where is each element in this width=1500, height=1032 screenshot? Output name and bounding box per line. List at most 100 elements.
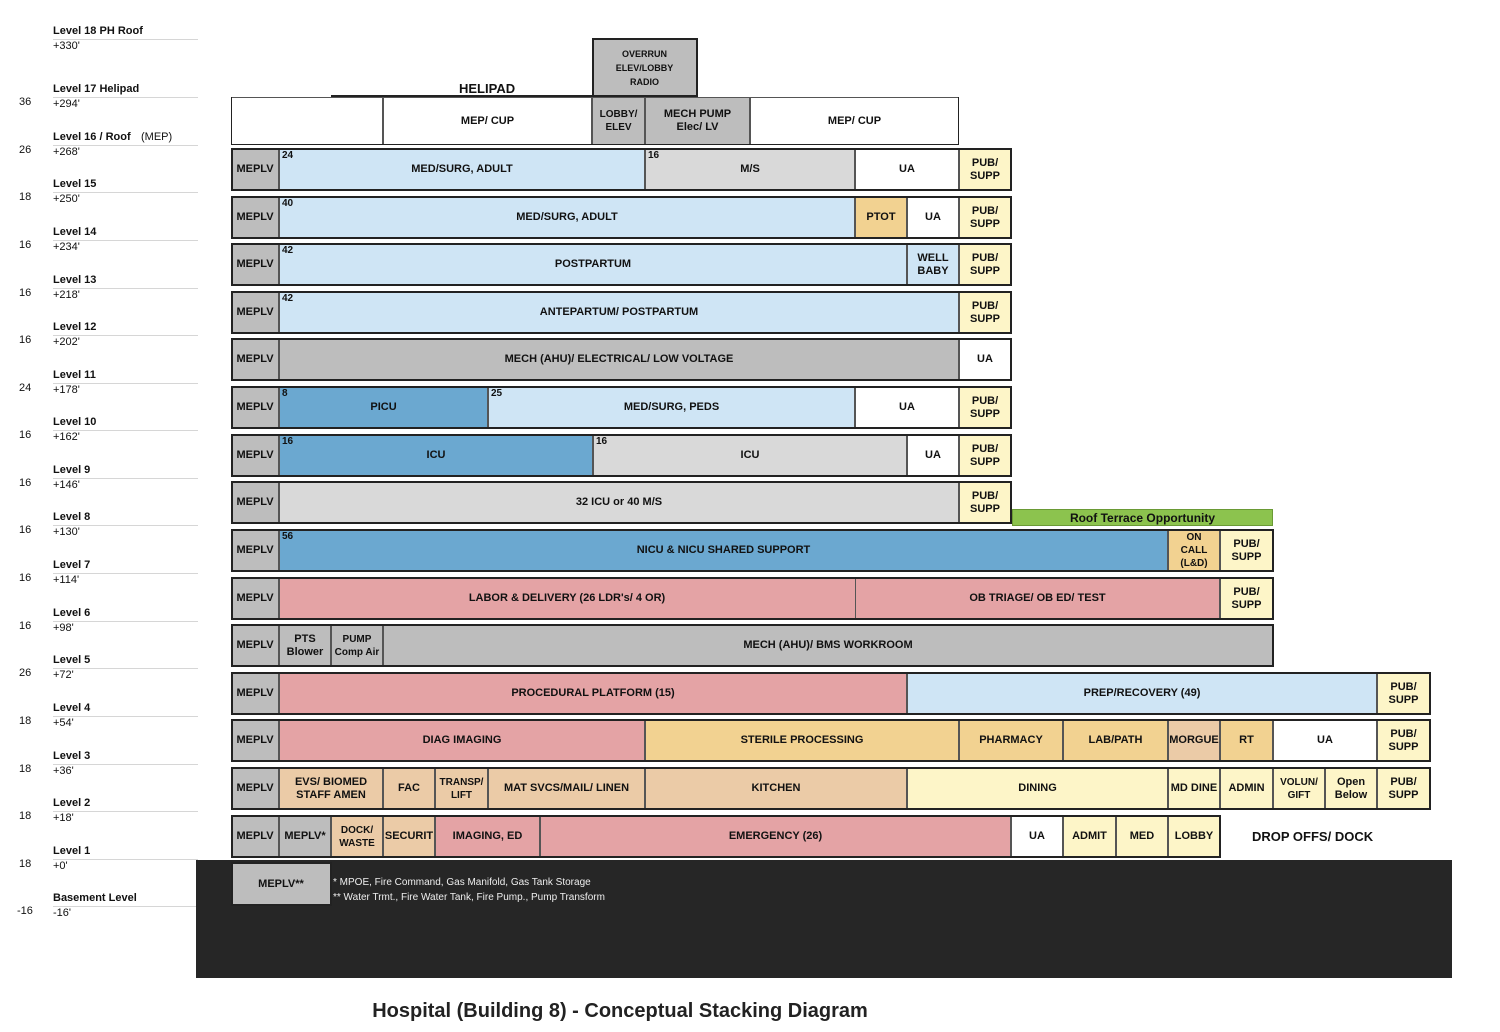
- level-label-suffix: (MEP): [141, 131, 173, 143]
- cell-label: MED/SURG, ADULT: [516, 211, 618, 223]
- level-line: [53, 525, 198, 526]
- floor-height-label: 18: [19, 810, 32, 822]
- basement-note-2: ** Water Trmt., Fire Water Tank, Fire Pu…: [333, 892, 605, 903]
- basement-block: [196, 860, 1452, 978]
- level-1-cell: EMERGENCY (26): [540, 815, 1011, 858]
- level-4-cell: PUB/ SUPP: [1377, 672, 1430, 715]
- floor-height-label: 16: [19, 477, 32, 489]
- cell-label: DOCK/ WASTE: [339, 824, 375, 849]
- level-3-cell: PHARMACY: [959, 719, 1063, 762]
- cell-label: MED/SURG, PEDS: [623, 401, 720, 413]
- helipad-label: HELIPAD: [459, 81, 516, 96]
- basement-note-1: * MPOE, Fire Command, Gas Manifold, Gas …: [333, 877, 591, 888]
- floor-height-label: 16: [19, 239, 32, 251]
- level-7-cell: ON CALL (L&D): [1168, 529, 1220, 572]
- cell-label: MEP/ CUP: [460, 114, 515, 127]
- level-10-cell: MED/SURG, PEDS 25: [488, 386, 855, 429]
- elevation-label: +202': [53, 336, 80, 348]
- cell-label: MEPLV: [236, 782, 274, 794]
- level-11-cell: MEPLV: [231, 338, 279, 381]
- level-8-cell: PUB/ SUPP: [959, 481, 1011, 524]
- cell-label: DINING: [1018, 782, 1057, 794]
- level-6-cell: OB TRIAGE/ OB ED/ TEST: [855, 577, 1220, 620]
- floor-height-label: 18: [19, 191, 32, 203]
- level-14-cell: PUB/ SUPP: [959, 196, 1011, 239]
- cell-label: UA: [899, 163, 915, 175]
- cell-label: MEPLV: [236, 687, 274, 699]
- level-2-cell: VOLUN/ GIFT: [1273, 767, 1325, 810]
- level-line: [53, 430, 198, 431]
- level-line: [53, 573, 198, 574]
- floor-height-label: 16: [19, 287, 32, 299]
- cell-label: STERILE PROCESSING: [740, 734, 864, 746]
- level-4-cell: MEPLV: [231, 672, 279, 715]
- floor-height-label: -16: [17, 905, 33, 917]
- cell-label: EMERGENCY (26): [728, 830, 823, 842]
- level-5-cell: PTS Blower: [279, 624, 331, 667]
- level-line: [53, 288, 198, 289]
- level-label: Level 8: [53, 511, 91, 523]
- level-5-cell: PUMP Comp Air: [331, 624, 383, 667]
- cell-label: OB TRIAGE/ OB ED/ TEST: [969, 592, 1106, 604]
- level-2-cell: FAC: [383, 767, 435, 810]
- floor-height-label: 16: [19, 572, 32, 584]
- elevation-label: +268': [53, 146, 80, 158]
- floor-height-label: 24: [19, 382, 32, 394]
- level-2-cell: Open Below: [1325, 767, 1377, 810]
- cell-label: MED/SURG, ADULT: [411, 163, 513, 175]
- level-2-cell: DINING: [907, 767, 1168, 810]
- level-2-cell: PUB/ SUPP: [1377, 767, 1430, 810]
- level-label: Level 7: [53, 559, 91, 571]
- level-15-cell: UA: [855, 148, 959, 191]
- level-3-cell: DIAG IMAGING: [279, 719, 645, 762]
- level-9-cell: MEPLV: [231, 434, 279, 477]
- level-label: Level 11: [53, 369, 96, 381]
- cell-label: MEPLV: [236, 258, 274, 270]
- elevation-label: +36': [53, 765, 74, 777]
- bed-count: 16: [596, 436, 608, 447]
- overrun-cell: OVERRUN ELEV/LOBBY RADIO: [592, 38, 697, 97]
- level-15-cell: PUB/ SUPP: [959, 148, 1011, 191]
- cell-label: OVERRUN ELEV/LOBBY RADIO: [615, 48, 674, 87]
- cell-label: NICU & NICU SHARED SUPPORT: [636, 544, 811, 556]
- roof-mep-cell: MECH PUMP Elec/ LV: [645, 97, 750, 145]
- level-1-cell: MEPLV: [231, 815, 279, 858]
- bed-count: 25: [491, 388, 503, 399]
- level-3-cell: MEPLV: [231, 719, 279, 762]
- level-label: Level 3: [53, 750, 91, 762]
- level-label: Level 4: [53, 702, 91, 714]
- level-15-cell: MEPLV: [231, 148, 279, 191]
- cell-label: 32 ICU or 40 M/S: [575, 496, 663, 508]
- level-3-cell: RT: [1220, 719, 1273, 762]
- level-line: [53, 906, 198, 907]
- level-2-cell: TRANSP/ LIFT: [435, 767, 488, 810]
- level-1-cell: ADMIT: [1063, 815, 1116, 858]
- floor-height-label: 18: [19, 858, 32, 870]
- level-13-cell: MEPLV: [231, 243, 279, 286]
- level-3-cell: PUB/ SUPP: [1377, 719, 1430, 762]
- level-label: Level 15: [53, 178, 97, 190]
- elevation-label: +294': [53, 98, 80, 110]
- cell-label: PUMP Comp Air: [334, 633, 380, 658]
- bed-count: 42: [282, 245, 294, 256]
- cell-label: UA: [977, 353, 993, 365]
- floor-height-label: 16: [19, 524, 32, 536]
- cell-label: MEP/ CUP: [827, 114, 882, 127]
- cell-label: LAB/PATH: [1088, 734, 1143, 746]
- level-2-cell: KITCHEN: [645, 767, 907, 810]
- cell-label: PUB/ SUPP: [970, 489, 1000, 515]
- bed-count: 42: [282, 293, 294, 304]
- level-label: Level 2: [53, 797, 91, 809]
- level-5-cell: MECH (AHU)/ BMS WORKROOM: [383, 624, 1273, 667]
- cell-label: MEPLV: [236, 449, 274, 461]
- cell-label: MEPLV*: [284, 830, 326, 842]
- cell-label: PUB/ SUPP: [1388, 727, 1419, 753]
- level-line: [53, 335, 198, 336]
- cell-label: IMAGING, ED: [452, 830, 523, 842]
- level-line: [53, 621, 198, 622]
- elevation-label: -16': [53, 907, 71, 919]
- level-1-cell: SECURIT: [383, 815, 435, 858]
- cell-label: EVS/ BIOMED STAFF AMEN: [294, 775, 368, 801]
